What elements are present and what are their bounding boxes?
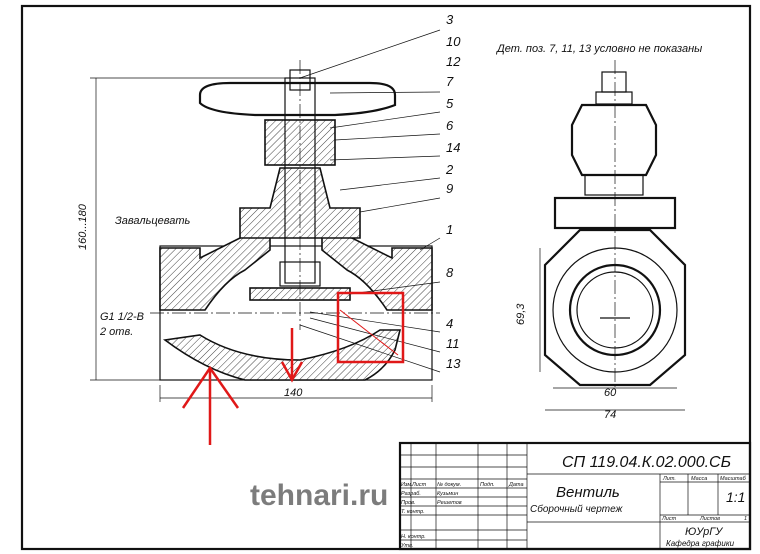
doc-header: № докум. <box>437 482 461 488</box>
length-dimension: 140 <box>284 387 303 399</box>
position-leaders <box>90 29 441 402</box>
position-number: 11 <box>446 336 460 351</box>
list-header: Лист <box>411 482 427 488</box>
developer-name: Кузьмин <box>437 491 458 497</box>
checker-role: Пров. <box>401 500 416 506</box>
izm-header: Изм. <box>401 482 413 488</box>
position-number: 12 <box>446 54 461 69</box>
ncontrol-role: Н. контр. <box>401 534 426 540</box>
height-dimension: 160...180 <box>77 203 89 250</box>
side-width-74: 74 <box>604 409 616 421</box>
side-width-60: 60 <box>604 387 617 399</box>
arrow-down-icon <box>280 328 304 383</box>
position-number: 14 <box>446 140 460 155</box>
document-type: Сборочный чертеж <box>530 503 624 515</box>
position-number: 7 <box>446 74 454 89</box>
position-number: 9 <box>446 181 453 196</box>
lit-header: Лит. <box>662 476 676 482</box>
checker-name: Решетов <box>437 500 462 506</box>
department: Кафедра графики <box>666 539 735 548</box>
position-number: 2 <box>445 162 454 177</box>
sign-header: Подп. <box>480 482 495 488</box>
sheet-header: Лист <box>661 516 677 522</box>
position-number: 8 <box>446 265 454 280</box>
arrow-up-icon <box>181 365 240 445</box>
sheet-frame <box>20 4 752 551</box>
position-number: 10 <box>446 34 461 49</box>
highlight-rectangle <box>336 291 405 364</box>
scale-header: Масштаб <box>720 476 747 482</box>
position-number: 5 <box>446 96 454 111</box>
sheets-value: 1 <box>744 516 747 522</box>
roll-label: Завальцевать <box>115 215 191 227</box>
position-number: 6 <box>446 118 454 133</box>
watermark: tehnari.ru <box>250 479 388 512</box>
document-code: СП 119.04.К.02.000.СБ <box>562 454 731 471</box>
position-number: 1 <box>446 222 453 237</box>
product-name: Вентиль <box>556 484 620 501</box>
title-block: СП 119.04.К.02.000.СБ Вентиль Сборочный … <box>398 441 752 551</box>
side-height-dimension: 69,3 <box>515 303 527 325</box>
thread-label: G1 1/2-B <box>100 311 144 323</box>
scale-value: 1:1 <box>726 489 745 505</box>
front-view <box>150 60 440 381</box>
organization: ЮУрГУ <box>685 526 723 538</box>
approve-role: Утв. <box>400 543 414 549</box>
sheets-header: Листов <box>699 516 720 522</box>
position-number: 4 <box>446 316 453 331</box>
side-view <box>539 60 687 411</box>
position-number: 13 <box>446 356 461 371</box>
annotations: Дет. поз. 7, 11, 13 условно не показаны … <box>77 43 702 421</box>
developer-role: Разраб. <box>401 491 421 497</box>
holes-label: 2 отв. <box>99 326 133 338</box>
mass-header: Масса <box>691 476 707 482</box>
red-annotations <box>181 291 405 445</box>
tcontrol-role: Т. контр. <box>401 509 425 515</box>
date-header: Дата <box>508 482 524 488</box>
position-number: 3 <box>446 12 454 27</box>
note-text: Дет. поз. 7, 11, 13 условно не показаны <box>495 43 702 55</box>
position-numbers: 3 10 12 7 5 6 14 2 9 1 8 4 11 13 <box>445 12 461 371</box>
